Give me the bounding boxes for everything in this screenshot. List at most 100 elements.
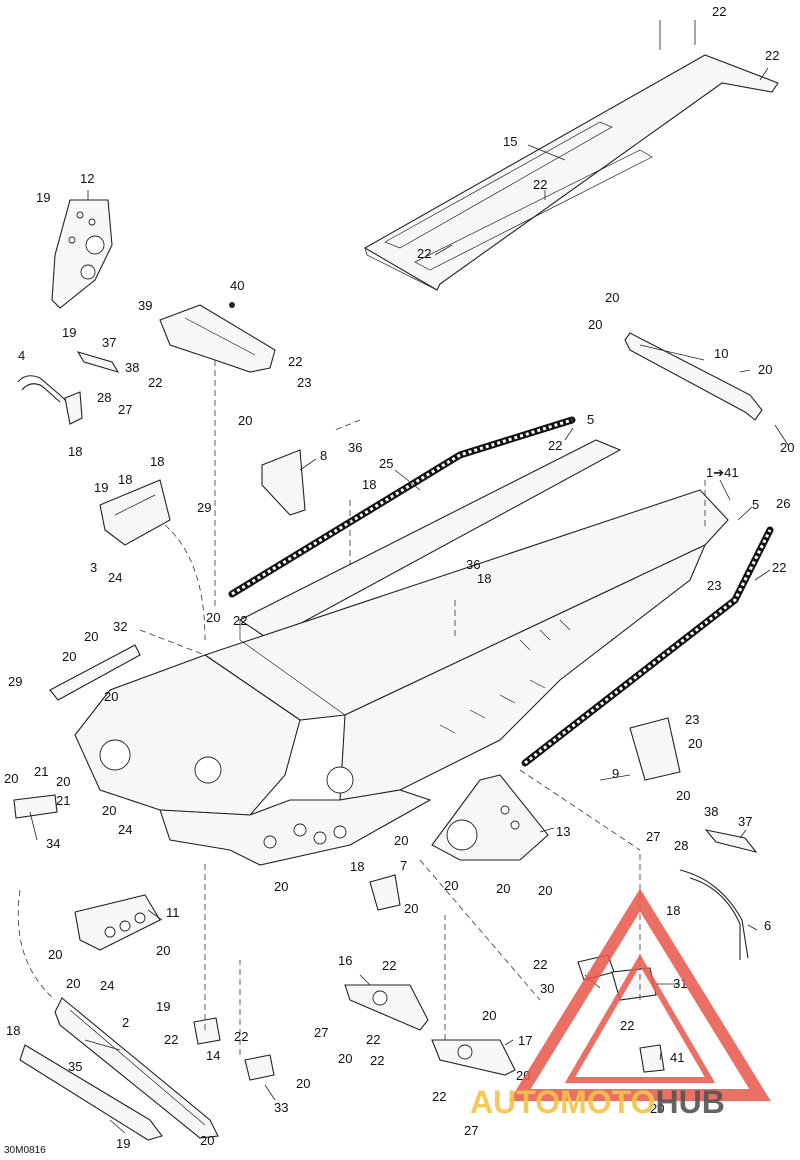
callout-20: 20 (588, 317, 602, 332)
callout-5: 5 (752, 497, 759, 512)
callout-20: 20 (238, 413, 252, 428)
part-15-top-plate (363, 54, 779, 291)
callout-24: 24 (118, 822, 132, 837)
callout-22: 22 (417, 246, 431, 261)
callout-21: 21 (34, 764, 48, 779)
callout-22: 22 (288, 354, 302, 369)
callout-20: 20 (404, 901, 418, 916)
callout-19: 19 (156, 999, 170, 1014)
callout-20: 20 (200, 1133, 214, 1148)
callout-27: 27 (464, 1123, 478, 1138)
callout-23: 23 (297, 375, 311, 390)
callout-19: 19 (94, 480, 108, 495)
callout-22: 22 (370, 1053, 384, 1068)
callout-22: 22 (712, 4, 726, 19)
callout-20: 20 (156, 943, 170, 958)
callout-21: 21 (56, 793, 70, 808)
part-39-bracket (159, 302, 276, 373)
callout-20: 20 (688, 736, 702, 751)
callout-29: 29 (8, 674, 22, 689)
callout-22: 22 (366, 1032, 380, 1047)
watermark-logo (509, 888, 771, 1101)
callout-22: 22 (533, 177, 547, 192)
callout-41: 41 (670, 1050, 684, 1065)
callout-12: 12 (80, 171, 94, 186)
callout-19: 19 (36, 190, 50, 205)
callout-19: 19 (62, 325, 76, 340)
callout-27: 27 (314, 1025, 328, 1040)
callout-40: 40 (230, 278, 244, 293)
callout-2: 2 (122, 1015, 129, 1030)
callout-20: 20 (84, 629, 98, 644)
callout-22: 22 (620, 1018, 634, 1033)
callout-22: 22 (765, 48, 779, 63)
callout-3: 3 (90, 560, 97, 575)
callout-22: 22 (148, 375, 162, 390)
callout-23: 23 (707, 578, 721, 593)
callout-1-to-41: 1➔41 (706, 465, 739, 480)
callout-13: 13 (556, 824, 570, 839)
part-35-member (19, 1044, 163, 1141)
callout-9: 9 (612, 766, 619, 781)
callout-25: 25 (379, 456, 393, 471)
callout-27: 27 (646, 829, 660, 844)
callout-33: 33 (274, 1100, 288, 1115)
drawing-code: 30M0816 (4, 1145, 46, 1156)
callout-20: 20 (274, 879, 288, 894)
part-6-tube (679, 829, 758, 960)
part-2-member (54, 997, 219, 1139)
part-10-plate (624, 332, 763, 421)
part-26-rail (521, 526, 774, 767)
callout-22: 22 (772, 560, 786, 575)
part-16-bracket (344, 984, 429, 1031)
callout-20: 20 (758, 362, 772, 377)
callout-20: 20 (104, 689, 118, 704)
callout-22: 22 (533, 957, 547, 972)
callout-20: 20 (102, 803, 116, 818)
callout-8: 8 (320, 448, 327, 463)
part-3-bracket (99, 479, 171, 546)
part-41-bracket (639, 1044, 665, 1073)
callout-22: 22 (548, 438, 562, 453)
callout-11: 11 (166, 905, 180, 920)
callout-36: 36 (466, 557, 480, 572)
callout-22: 22 (233, 613, 247, 628)
callout-5: 5 (587, 412, 594, 427)
callout-20: 20 (338, 1051, 352, 1066)
callout-16: 16 (338, 953, 352, 968)
callout-20: 20 (206, 610, 220, 625)
part-34-bracket (13, 794, 58, 819)
assembly-lines (17, 360, 706, 1055)
callout-22: 22 (382, 958, 396, 973)
callout-30: 30 (540, 981, 554, 996)
callout-18: 18 (150, 454, 164, 469)
callout-36: 36 (348, 440, 362, 455)
callout-labels: 22 22 15 22 22 12 19 19 40 39 22 22 23 4… (4, 4, 794, 1151)
callout-29: 29 (197, 500, 211, 515)
callout-20: 20 (605, 290, 619, 305)
callout-22: 22 (164, 1032, 178, 1047)
callout-19: 19 (116, 1136, 130, 1151)
callout-17: 17 (518, 1033, 532, 1048)
callout-18: 18 (118, 472, 132, 487)
callout-20: 20 (62, 649, 76, 664)
callout-20: 20 (66, 976, 80, 991)
callout-18: 18 (362, 477, 376, 492)
part-33-bracket (244, 1054, 275, 1081)
callout-38: 38 (704, 804, 718, 819)
callout-18: 18 (666, 903, 680, 918)
callout-35: 35 (68, 1059, 82, 1074)
callout-34: 34 (46, 836, 60, 851)
callout-18: 18 (477, 571, 491, 586)
callout-10: 10 (714, 346, 728, 361)
part-25-rail (228, 416, 576, 598)
callout-20: 20 (48, 947, 62, 962)
part-4-tube (17, 351, 120, 425)
watermark-text: AUTOMOTOHUB (470, 1084, 725, 1120)
part-9-bracket (629, 717, 681, 781)
callout-28: 28 (97, 390, 111, 405)
callout-18: 18 (350, 859, 364, 874)
callout-24: 24 (108, 570, 122, 585)
callout-28: 28 (674, 838, 688, 853)
